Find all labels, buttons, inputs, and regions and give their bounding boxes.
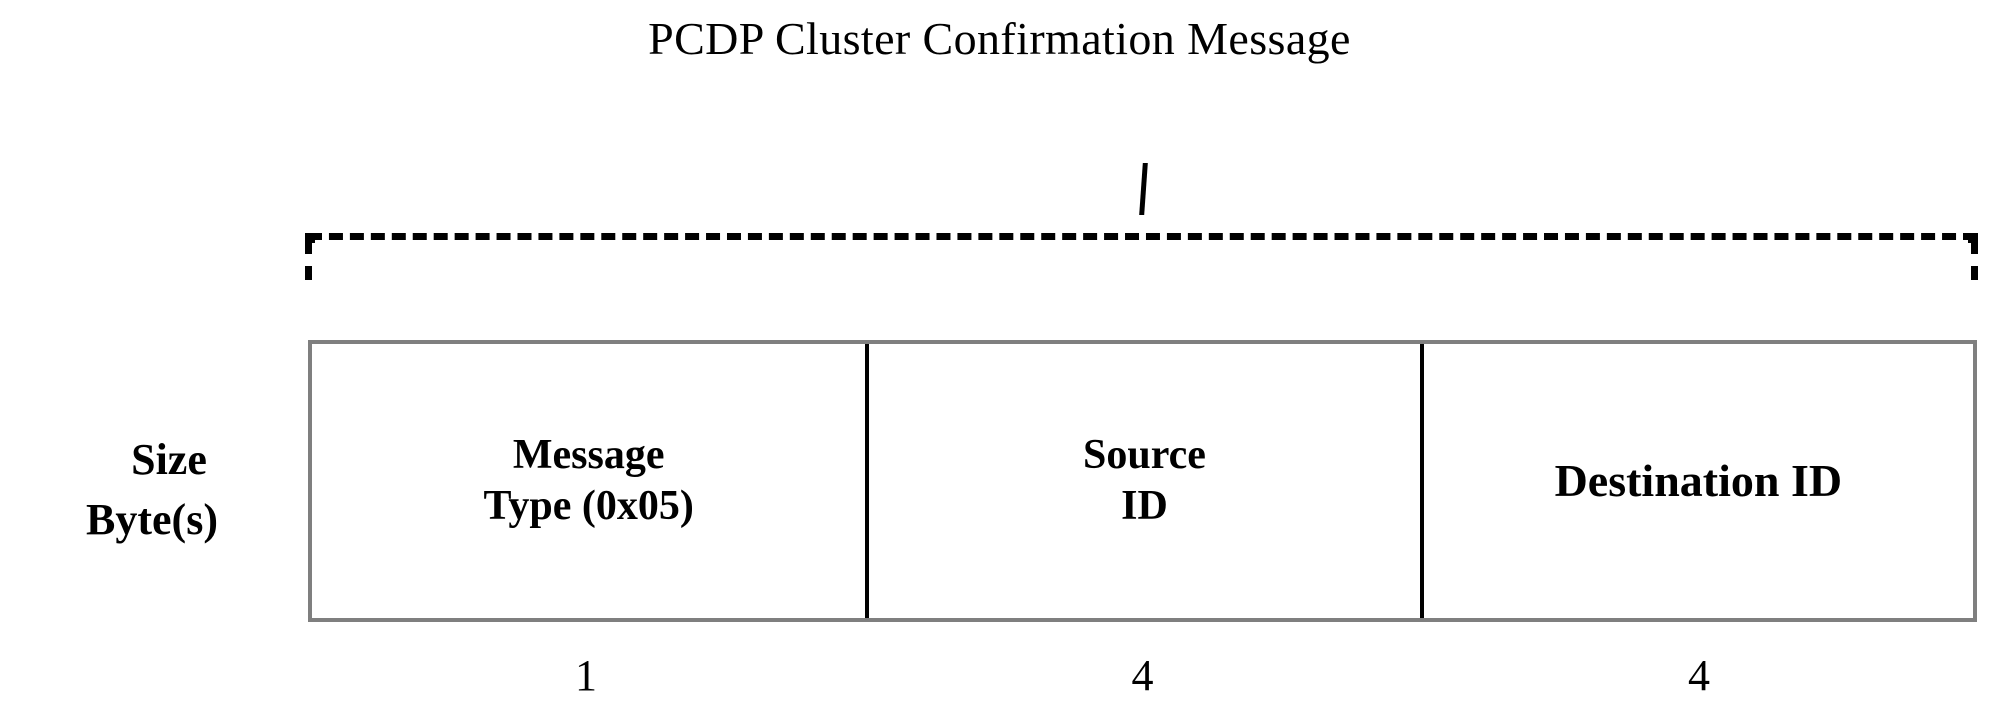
packet-field-message-type: Message Type (0x05) <box>312 344 865 618</box>
packet-field-label: Source ID <box>1083 431 1206 529</box>
packet-field-size: 4 <box>1688 651 1710 700</box>
packet-field-label: Destination ID <box>1554 454 1843 506</box>
packet-table: Message Type (0x05) Source ID Destinatio… <box>308 340 1977 622</box>
size-axis-label-line1: Size <box>131 435 207 484</box>
dashed-bracket-corner-left <box>305 233 315 243</box>
packet-size-row: 1 4 4 <box>308 646 1977 706</box>
dashed-bracket-right-drop <box>1971 240 1978 280</box>
dashed-bracket-top <box>308 233 1977 240</box>
size-axis-label-line2: Byte(s) <box>86 495 218 544</box>
packet-field-size: 1 <box>575 651 597 700</box>
packet-field-label: Message Type (0x05) <box>483 431 694 529</box>
page-title: PCDP Cluster Confirmation Message <box>648 13 1351 64</box>
dashed-bracket-left-drop <box>305 240 312 280</box>
dashed-bracket-corner-right <box>1968 233 1978 243</box>
packet-field-destination-id: Destination ID <box>1419 344 1973 618</box>
packet-field-size: 4 <box>1131 651 1154 700</box>
packet-field-source-id: Source ID <box>865 344 1419 618</box>
leader-tick-icon <box>1139 163 1148 215</box>
